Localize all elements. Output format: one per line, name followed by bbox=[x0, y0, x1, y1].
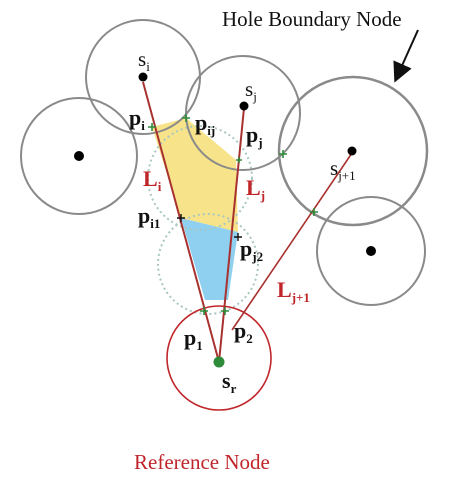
dotted-circle-lower bbox=[157, 213, 259, 315]
marker-pj bbox=[279, 150, 287, 158]
node-dot-left bbox=[74, 151, 84, 161]
marker-pi bbox=[148, 123, 156, 131]
label-si: si bbox=[138, 47, 150, 74]
label-Lj1: Lj+1 bbox=[277, 277, 310, 305]
label-Li: Li bbox=[143, 166, 162, 194]
label-pi: pi bbox=[129, 105, 145, 133]
label-pij: pij bbox=[195, 110, 215, 138]
label-Lj: Lj bbox=[246, 175, 265, 203]
node-circle-right bbox=[316, 196, 426, 306]
node-dot-sj bbox=[239, 101, 249, 111]
label-pj: pj bbox=[246, 122, 263, 150]
node-circle-sj1 bbox=[277, 75, 429, 227]
marker-pj2 bbox=[234, 233, 242, 241]
marker-pj-left bbox=[236, 157, 242, 163]
label-sr: sr bbox=[222, 368, 237, 396]
label-p1: p1 bbox=[184, 325, 203, 353]
label-sj: sj bbox=[245, 77, 257, 104]
marker-lj1 bbox=[310, 208, 318, 216]
node-dot-si bbox=[138, 72, 148, 82]
node-circle-sj bbox=[185, 55, 301, 171]
green-markers bbox=[148, 114, 318, 315]
marker-pi1 bbox=[177, 214, 185, 222]
label-sj1: sj+1 bbox=[330, 156, 356, 183]
line-Lj bbox=[218, 107, 245, 363]
reference-circle bbox=[166, 305, 272, 411]
node-dot-sr bbox=[213, 356, 225, 368]
label-pj2: pj2 bbox=[240, 236, 263, 264]
marker-pij bbox=[182, 114, 190, 122]
hole-boundary-label: Hole Boundary Node bbox=[222, 7, 402, 31]
reference-node-label: Reference Node bbox=[134, 450, 270, 474]
label-p2: p2 bbox=[234, 318, 253, 346]
node-dot-sj1 bbox=[347, 146, 357, 156]
node-dot-right bbox=[366, 246, 376, 256]
black-markers bbox=[177, 214, 242, 241]
label-pi1: pi1 bbox=[138, 203, 160, 231]
marker-p2 bbox=[221, 307, 229, 315]
yellow-region bbox=[152, 118, 238, 232]
arrow-hole-boundary bbox=[393, 29, 419, 83]
node-circle-left bbox=[20, 97, 138, 215]
line-Lj1 bbox=[231, 152, 353, 331]
dotted-circle-upper bbox=[147, 125, 253, 231]
marker-p1 bbox=[200, 307, 208, 315]
blue-region bbox=[181, 218, 238, 300]
